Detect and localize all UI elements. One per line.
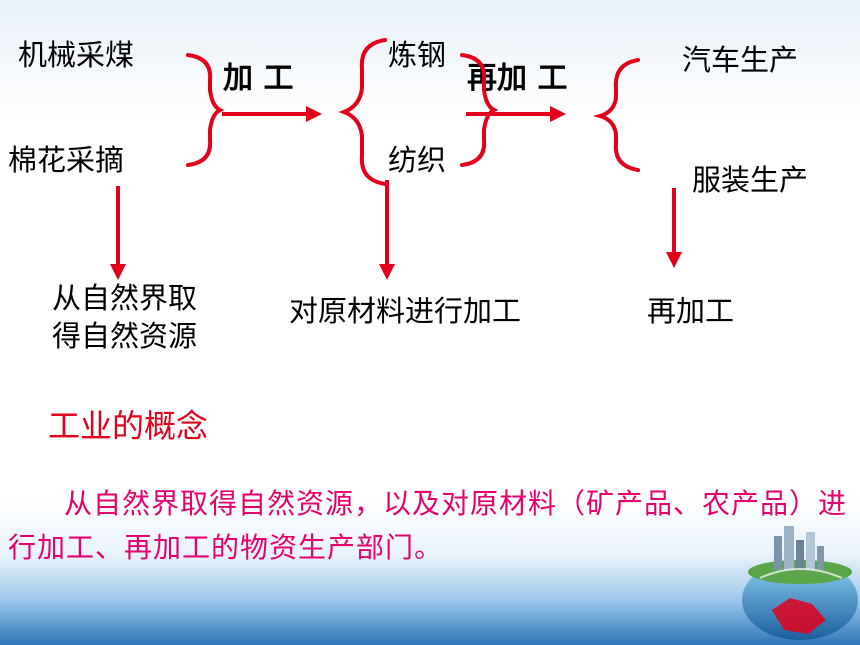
horizontal-arrow-2-head bbox=[550, 106, 566, 122]
opening-brace-1 bbox=[338, 38, 387, 186]
header-wash bbox=[0, 0, 860, 120]
stage-3-label: 再加工 bbox=[647, 294, 735, 328]
final-car-production: 汽车生产 bbox=[682, 43, 799, 77]
raw-material-coal: 机械采煤 bbox=[18, 38, 135, 72]
horizontal-arrow-1-head bbox=[306, 106, 322, 122]
concept-definition: 从自然界取得自然资源，以及对原材料（矿产品、农产品）进行加工、再加工的物资生产部… bbox=[8, 487, 848, 564]
process-label-1: 加 工 bbox=[223, 61, 294, 96]
final-clothing-production: 服装生产 bbox=[692, 163, 809, 197]
stage-1-line-1: 从自然界取 bbox=[52, 281, 198, 315]
intermediate-steel: 炼钢 bbox=[388, 38, 447, 72]
closing-brace-1 bbox=[186, 53, 225, 167]
globe-city-icon bbox=[742, 526, 858, 640]
intermediate-textile: 纺织 bbox=[388, 143, 447, 177]
stage-1-line-2: 得自然资源 bbox=[52, 319, 198, 353]
stage-2-label: 对原材料进行加工 bbox=[289, 294, 522, 328]
vertical-arrow-1-head bbox=[110, 264, 126, 280]
concept-heading: 工业的概念 bbox=[48, 407, 209, 445]
closing-brace-2 bbox=[460, 53, 499, 167]
raw-material-cotton: 棉花采摘 bbox=[8, 143, 125, 177]
opening-brace-2 bbox=[592, 58, 640, 172]
vertical-arrow-3-head bbox=[666, 252, 682, 268]
vertical-arrow-2-head bbox=[379, 264, 395, 280]
